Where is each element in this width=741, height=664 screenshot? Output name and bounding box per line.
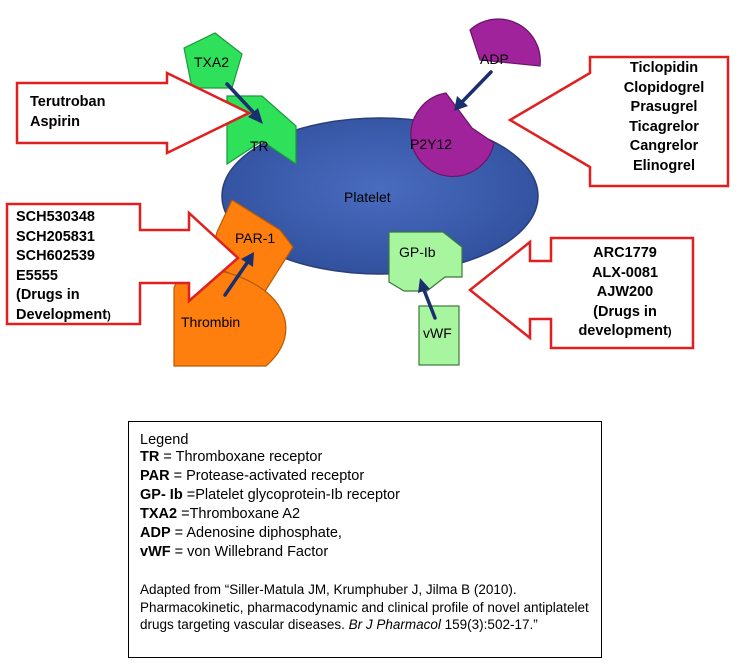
drug-name: Aspirin [30,113,80,130]
drug-name: Ticlopidin [629,60,699,76]
gp-drugs-callout [467,236,695,350]
adp-label: ADP [480,51,509,67]
thrombin-to-par1-arrowhead [241,252,254,267]
txa2-to-tr-arrowhead [248,108,263,124]
drug-name: ARC1779 [593,245,657,261]
vwf-to-gp-ib-arrow [422,288,437,320]
legend-entry: ADP = Adenosine diphosphate, [140,525,342,541]
thrombin-label: Thrombin [181,314,241,330]
p2y12-receptor-shape [410,92,495,177]
platelet-label: Platelet [344,189,391,205]
legend-entry: TR = Thromboxane receptor [140,449,323,465]
gp-drugs-text: ARC1779 ALX-0081 AJW200 (Drugs in develo… [564,244,686,343]
par1-drugs-callout [5,202,240,326]
p2y12-drugs-text: Ticlopidin Clopidogrel Prasugrel Ticagre… [608,59,720,176]
drug-name: Terutroban [30,94,106,110]
journal-name: Br J Pharmacol [348,617,441,632]
p2y12-drugs-callout [507,55,730,188]
drug-name: AJW200 [596,284,654,300]
vwf-to-gp-ib-arrowhead [418,278,430,293]
drug-note: Development) [16,306,111,323]
gp-ib-label: GP-Ib [399,244,436,260]
thrombin-to-par1-arrow [223,261,249,297]
drug-note: (Drugs in [593,303,657,320]
drug-name: SCH602539 [16,248,95,264]
drug-name: SCH530348 [16,209,95,225]
legend-citation: Adapted from “Siller-Matula JM, Krumphub… [140,582,589,632]
vwf-shape [418,305,460,366]
tr-drugs-text: Terutroban Aspirin [30,93,105,132]
adp-shape [469,18,541,67]
txa2-to-tr-arrow [225,82,257,116]
p2y12-label: P2Y12 [410,136,453,152]
txa2-label: TXA2 [194,54,230,70]
binding-arrows [223,70,493,320]
adp-to-p2y12-arrowhead [454,96,468,111]
tr-label: TR [250,138,269,154]
drug-note: (Drugs in [16,287,80,303]
vwf-label: vWF [423,325,452,341]
drug-name: SCH205831 [16,228,95,245]
par1-label: PAR-1 [235,230,276,246]
legend-entry: vWF = von Willebrand Factor [140,544,329,560]
legend-entry: TXA2 =Thromboxane A2 [140,506,301,522]
legend-entry: GP- Ib =Platelet glycoprotein-Ib recepto… [140,487,400,503]
adp-to-p2y12-arrow [460,70,493,104]
par1-drugs-text: SCH530348 SCH205831 SCH602539 E5555 (Dru… [16,208,111,326]
txa2-shape [183,32,243,89]
legend-box: Legend TR = Thromboxane receptor PAR = P… [128,421,602,658]
gp-ib-receptor-shape [388,231,463,292]
drug-name: E5555 [16,267,58,284]
legend-title: Legend [140,432,189,448]
tr-drugs-callout [15,70,252,156]
drug-name: Clopidogrel [623,79,705,96]
drug-name: Cangrelor [629,138,699,154]
drug-name: Ticagrelor [629,118,699,135]
drug-name: ALX-0081 [591,264,659,281]
drug-note: development) [578,323,672,339]
drug-name: Prasugrel [630,99,698,115]
legend-entry: PAR = Protease-activated receptor [140,468,365,484]
drug-name: Elinogrel [632,157,696,174]
